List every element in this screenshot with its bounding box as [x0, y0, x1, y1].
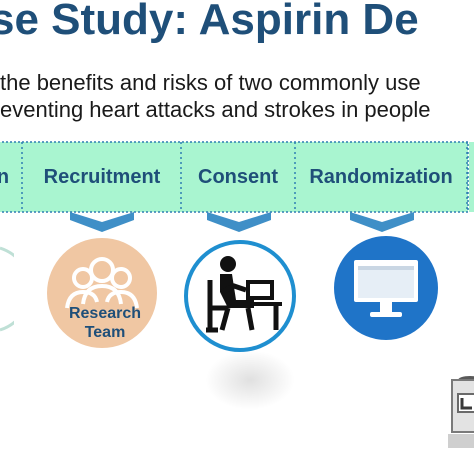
monitor-icon: [354, 260, 418, 317]
description-line-1: the benefits and risks of two commonly u…: [0, 70, 421, 95]
consent-circle: [184, 240, 296, 352]
chevron-down-icon: [70, 212, 134, 232]
stage-randomization: Randomization: [309, 165, 453, 188]
research-team-label: Research Team: [47, 304, 163, 342]
chevron-down-icon: [207, 212, 271, 232]
partial-corner-icon: [448, 372, 474, 452]
research-team-circle: [47, 238, 157, 348]
description-line-2: eventing heart attacks and strokes in pe…: [0, 97, 431, 122]
database-icon: [448, 376, 474, 448]
randomization-circle: [334, 236, 438, 340]
next-stage-edge: [469, 142, 474, 212]
person-at-computer-icon: [206, 256, 282, 333]
chevrons: [70, 212, 414, 232]
stage-partial: n: [0, 165, 10, 188]
partial-stage-icon: [0, 246, 14, 332]
process-bar-background: [0, 141, 469, 213]
icon-shadow: [205, 350, 295, 410]
stage-consent: Consent: [198, 165, 278, 188]
partial-circle-icon: [0, 246, 14, 332]
slide-title: se Study: Aspirin De: [0, 0, 419, 44]
chevron-down-icon: [350, 212, 414, 232]
research-label-line-1: Research: [68, 305, 142, 322]
process-bar: n Recruitment Consent Randomization: [0, 141, 474, 215]
research-team-icon: [65, 257, 139, 309]
process-bar-shapes: [0, 141, 474, 213]
stage-recruitment: Recruitment: [43, 165, 161, 188]
research-label-line-2: Team: [84, 324, 126, 341]
